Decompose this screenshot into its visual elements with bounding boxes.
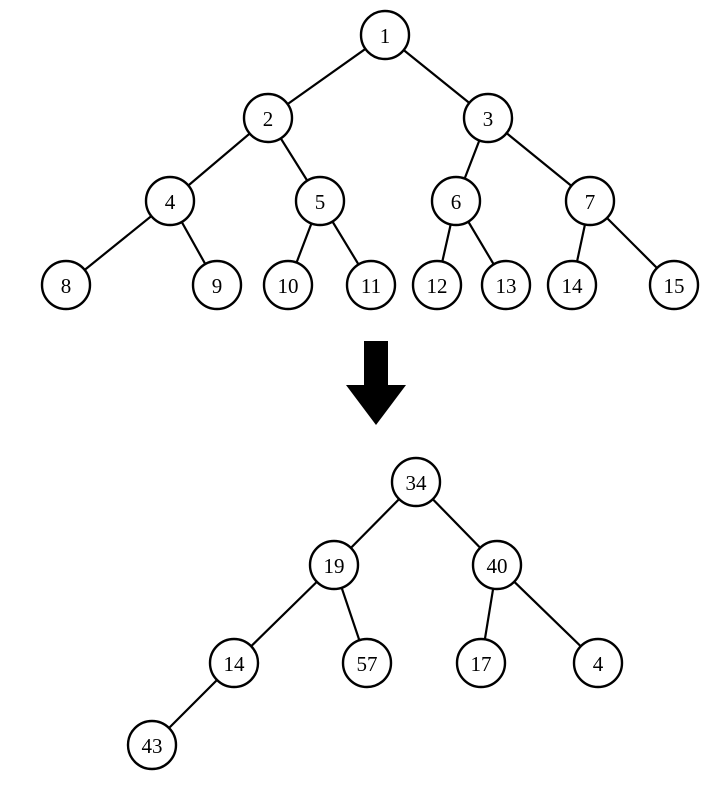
top-tree-node-circle bbox=[262, 259, 314, 311]
bottom-tree-edges bbox=[150, 480, 600, 747]
top-tree-node-label: 5 bbox=[315, 190, 326, 214]
top-tree-node: 11 bbox=[345, 259, 397, 311]
bottom-tree-node: 19 bbox=[308, 539, 360, 591]
bottom-tree-nodes: 34 19 40 14 57 17 4 43 bbox=[126, 456, 624, 771]
bottom-tree-node: 4 bbox=[572, 637, 624, 689]
top-tree-node: 9 bbox=[191, 259, 243, 311]
bottom-tree-node: 14 bbox=[208, 637, 260, 689]
bottom-tree: 34 19 40 14 57 17 4 43 bbox=[126, 456, 624, 771]
top-tree-node: 13 bbox=[480, 259, 532, 311]
top-tree-node: 3 bbox=[462, 92, 514, 144]
bottom-tree-node: 34 bbox=[390, 456, 442, 508]
top-tree-node-label: 1 bbox=[380, 24, 391, 48]
bottom-tree-node-circle bbox=[455, 637, 507, 689]
bottom-tree-node-label: 4 bbox=[593, 652, 604, 676]
bottom-tree-node-label: 14 bbox=[224, 652, 246, 676]
top-tree-node-label: 8 bbox=[61, 274, 72, 298]
bottom-tree-node-label: 19 bbox=[324, 554, 345, 578]
bottom-tree-node-circle bbox=[126, 719, 178, 771]
top-tree-node-circle bbox=[430, 175, 482, 227]
top-tree-node: 14 bbox=[546, 259, 598, 311]
top-tree-node-label: 4 bbox=[165, 190, 176, 214]
bottom-tree-node-circle bbox=[471, 539, 523, 591]
bottom-tree-node: 40 bbox=[471, 539, 523, 591]
top-tree-node-label: 12 bbox=[427, 274, 448, 298]
bottom-tree-node: 57 bbox=[341, 637, 393, 689]
top-tree-node-label: 6 bbox=[451, 190, 462, 214]
top-tree-node: 5 bbox=[294, 175, 346, 227]
top-tree-node-label: 11 bbox=[361, 274, 381, 298]
top-tree-node-label: 3 bbox=[483, 107, 494, 131]
bottom-tree-node: 17 bbox=[455, 637, 507, 689]
bottom-tree-node-circle bbox=[572, 637, 624, 689]
top-tree-node: 12 bbox=[411, 259, 463, 311]
top-tree-node-circle bbox=[546, 259, 598, 311]
top-tree-node-circle bbox=[345, 259, 397, 311]
top-tree-node-circle bbox=[294, 175, 346, 227]
top-tree-node: 15 bbox=[648, 259, 700, 311]
top-tree-node-circle bbox=[144, 175, 196, 227]
top-tree-node: 8 bbox=[40, 259, 92, 311]
top-tree-node-label: 2 bbox=[263, 107, 274, 131]
top-tree-node-circle bbox=[242, 92, 294, 144]
top-tree-node-label: 15 bbox=[664, 274, 685, 298]
top-tree-node-circle bbox=[648, 259, 700, 311]
down-arrow-shape bbox=[346, 341, 406, 425]
bottom-tree-node-circle bbox=[390, 456, 442, 508]
top-tree-node-label: 7 bbox=[585, 190, 596, 214]
top-tree-node-label: 10 bbox=[278, 274, 299, 298]
top-tree-node-circle bbox=[40, 259, 92, 311]
top-tree-node: 7 bbox=[564, 175, 616, 227]
bottom-tree-node-label: 34 bbox=[406, 471, 428, 495]
top-tree-node-circle bbox=[480, 259, 532, 311]
bottom-tree-node-label: 43 bbox=[142, 734, 163, 758]
top-tree-node: 4 bbox=[144, 175, 196, 227]
top-tree-node-circle bbox=[411, 259, 463, 311]
top-tree-node-label: 13 bbox=[496, 274, 517, 298]
top-tree-node-label: 9 bbox=[212, 274, 223, 298]
bottom-tree-node-label: 40 bbox=[487, 554, 508, 578]
top-tree-node-circle bbox=[359, 9, 411, 61]
bottom-tree-node-label: 17 bbox=[471, 652, 492, 676]
bottom-tree-node-circle bbox=[308, 539, 360, 591]
top-tree-node: 10 bbox=[262, 259, 314, 311]
top-tree-node-circle bbox=[564, 175, 616, 227]
bottom-tree-node: 43 bbox=[126, 719, 178, 771]
top-tree-node-label: 14 bbox=[562, 274, 584, 298]
top-tree-node: 6 bbox=[430, 175, 482, 227]
top-tree-node-circle bbox=[191, 259, 243, 311]
bottom-tree-node-circle bbox=[208, 637, 260, 689]
bottom-tree-node-label: 57 bbox=[357, 652, 378, 676]
top-tree-node: 1 bbox=[359, 9, 411, 61]
top-tree-edges bbox=[64, 33, 676, 287]
top-tree-node: 2 bbox=[242, 92, 294, 144]
down-arrow-icon bbox=[346, 341, 406, 425]
top-tree-node-circle bbox=[462, 92, 514, 144]
bottom-tree-node-circle bbox=[341, 637, 393, 689]
